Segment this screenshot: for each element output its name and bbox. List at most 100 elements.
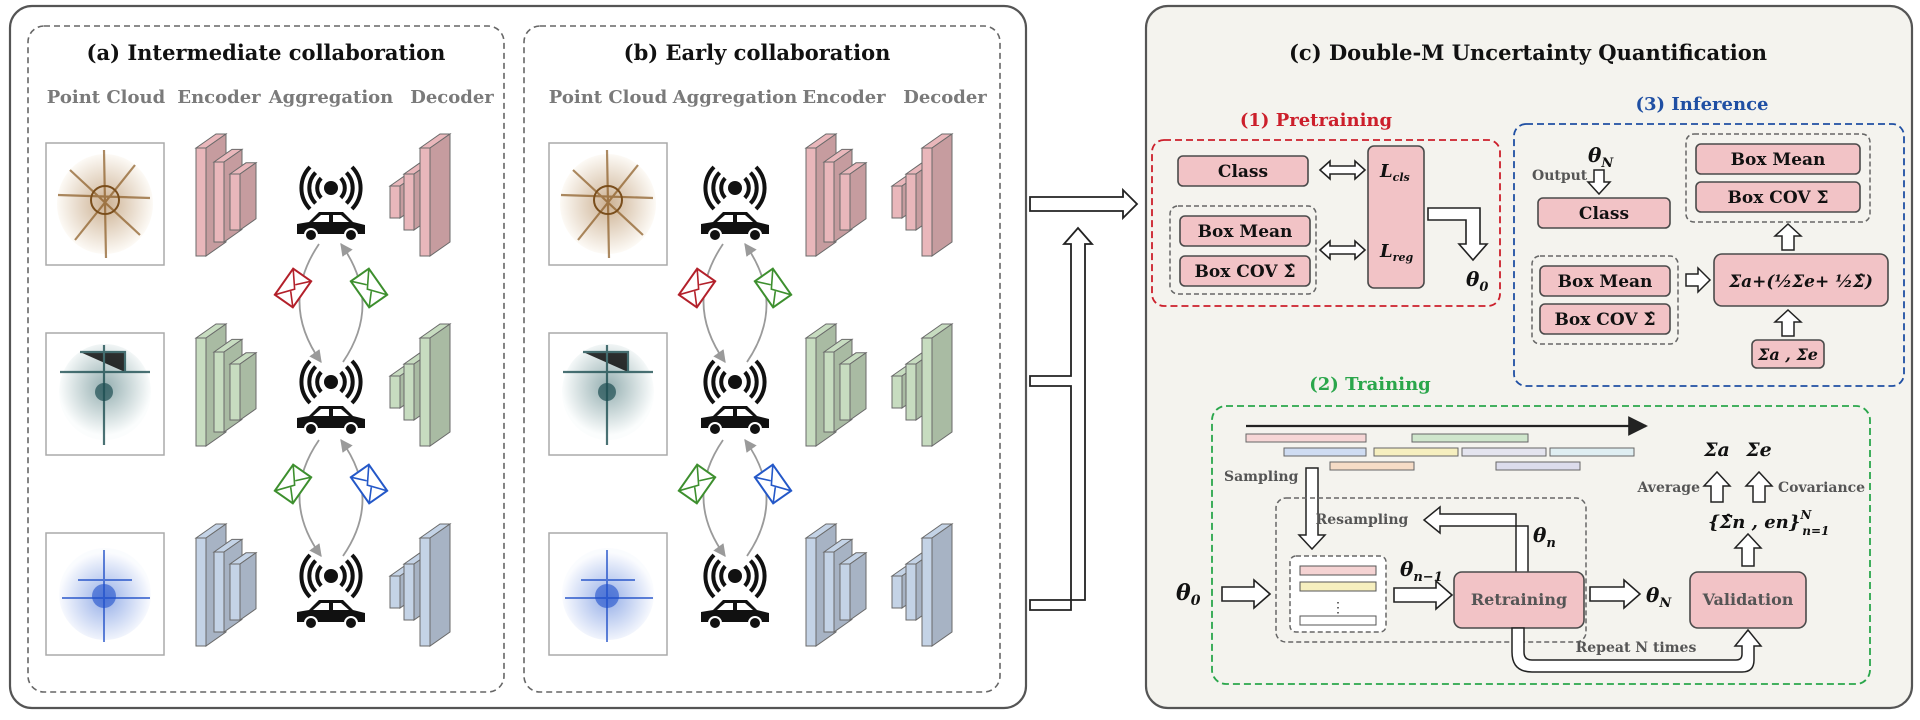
panel-b-frame [523,25,1001,693]
b-decoder-row3-layer-3 [920,523,954,647]
inference-box-mean-out [1695,143,1861,175]
inference-box-cov-out [1695,181,1861,213]
sample-ellipsis: ⋮ [1331,600,1345,616]
a-decoder-row1-layer-3 [418,133,452,257]
loss-cls: Lcls [1379,161,1410,184]
sample-bar-1 [1299,565,1377,576]
inference-class-label: Class [1579,204,1629,224]
sampling-bar-3 [1283,447,1367,457]
a-envelope-blue [349,463,389,505]
pretrain-class-box [1177,155,1309,187]
a-envelope-green-top [349,267,389,309]
panel-a-header-pointcloud: Point Cloud [47,87,166,108]
retraining-label: Retraining [1471,590,1567,609]
point-cloud-image-a3 [45,532,165,656]
repeat-label: Repeat N times [1576,640,1697,656]
panel-a-header-decoder: Decoder [410,87,494,108]
a-envelope-red [273,267,313,309]
theta-N-training: θN [1646,583,1672,611]
b-row1-row2-link-up [744,242,768,363]
a-row2-row3-link-down [298,439,322,558]
inference-in-group [1531,255,1679,345]
pretrain-double-arrows [1318,159,1367,261]
vehicles [297,165,769,630]
left-outer-frame [8,4,1028,710]
retraining-out-arrow [1589,578,1642,610]
a-vehicle-1 [297,165,365,242]
training-title: (2) Training [1309,374,1431,395]
inference-output-arrow [1586,169,1612,196]
sampling-bar-8 [1495,461,1581,471]
theta-0-training: θ0 [1176,580,1201,609]
covariance-label: Covariance [1778,480,1865,496]
b-vehicle-3 [701,553,769,630]
a-encoder-row1-layer-3 [228,161,258,231]
sampling-bar-7 [1329,461,1415,471]
training-frame [1211,405,1871,685]
pretrain-class-label: Class [1218,162,1268,182]
network-layers [194,133,954,647]
sampling-bar-5 [1461,447,1547,457]
loss-box [1367,145,1425,289]
inference-class-box [1537,197,1671,229]
point-cloud-image-b3 [548,532,668,656]
inference-up-arrow-1 [1773,222,1803,251]
inference-sigmas-box [1751,339,1825,369]
inference-up-arrow-2 [1773,308,1803,337]
average-label: Average [1637,480,1701,496]
a-encoder-row2-layer-3 [228,351,258,421]
validation-up-arrow [1733,532,1763,567]
sigma-a-label: Σa [1703,439,1730,461]
a-row2-row3-link-up [340,438,364,557]
pretrain-box-cov [1179,255,1311,287]
a-row1-row2-link-down [298,243,322,364]
inference-box-cov-in [1539,303,1671,335]
communication-links [273,242,793,558]
sampling-label: Sampling [1224,469,1299,485]
b-encoder-row3-layer-3 [838,551,868,621]
inference-box-mean-out-label: Box Mean [1731,150,1826,170]
pretrain-box-group [1169,205,1317,295]
merge-arrow [1029,187,1139,611]
average-up-arrow [1702,470,1732,503]
b-row1-row2-link-down [702,243,726,364]
panel-b-header-decoder: Decoder [903,87,987,108]
pretraining-frame [1151,139,1501,307]
pretrain-box-mean-label: Box Mean [1198,222,1293,242]
b-vehicle-1 [701,165,769,242]
inference-sigmas: Σa , Σe [1757,345,1818,364]
a-row1-row2-link-up [340,242,364,363]
panel-b-title: (b) Early collaboration [624,40,891,65]
b-decoder-row2-layer-3 [920,323,954,447]
inference-frame [1513,123,1905,387]
resampling-label: Resampling [1316,512,1409,528]
inference-box-mean-in [1539,265,1671,297]
pretrain-output-arrow [1427,207,1489,262]
inference-right-arrow [1685,266,1712,294]
panel-b-header-aggregation: Aggregation [672,87,798,108]
point-cloud-image-b1 [548,142,668,266]
a-envelope-green-bottom [273,463,313,505]
a-decoder-row3-layer-3 [418,523,452,647]
b-envelope-green-bottom [677,463,717,505]
inference-title: (3) Inference [1636,94,1769,115]
b-row2-row3-link-down [702,439,726,558]
inference-formula-box [1713,253,1889,307]
b-vehicle-2 [701,359,769,436]
sampling-bar-1 [1245,433,1367,443]
inference-output-label: Output [1532,168,1588,184]
sampling-bar-2 [1411,433,1529,443]
point-cloud-image-b2 [548,332,668,456]
sigma-e-label: Σe [1745,439,1772,461]
panel-b-header-pointcloud: Point Cloud [549,87,668,108]
panel-a-header-aggregation: Aggregation [268,87,394,108]
panel-a-header-encoder: Encoder [177,87,261,108]
b-row2-row3-link-up [744,438,768,557]
a-vehicle-2 [297,359,365,436]
b-decoder-row1-layer-3 [920,133,954,257]
sample-bar-3 [1299,615,1377,626]
inference-formula: Σa+(½Σe+ ½Σ̂) [1728,272,1873,292]
b-envelope-green-top [753,267,793,309]
loss-reg: Lreg [1379,241,1413,264]
